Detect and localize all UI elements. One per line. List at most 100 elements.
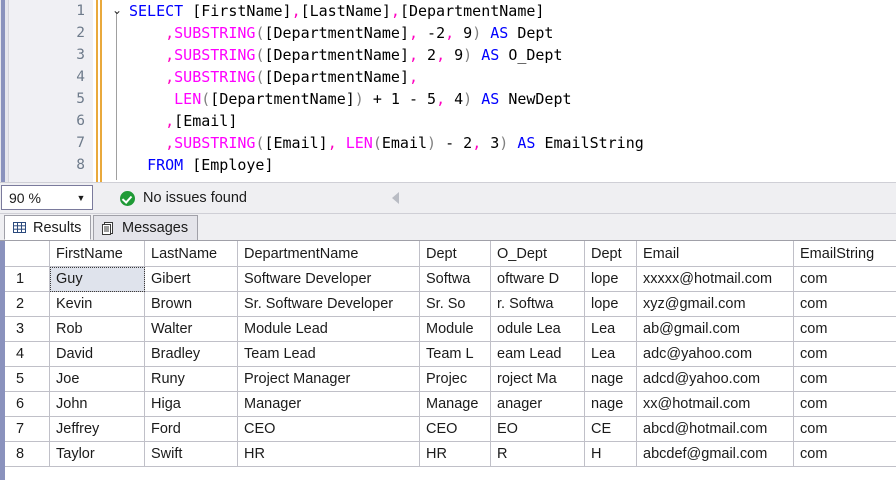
grid-cell[interactable]: Module Lead [238, 317, 420, 342]
grid-row-number[interactable]: 1 [6, 267, 50, 292]
grid-cell[interactable]: Team Lead [238, 342, 420, 367]
grid-cell[interactable]: Brown [145, 292, 238, 317]
grid-row-number[interactable]: 3 [6, 317, 50, 342]
grid-cell[interactable]: nage [585, 367, 637, 392]
grid-column-header[interactable]: DepartmentName [238, 242, 420, 267]
grid-cell[interactable]: Runy [145, 367, 238, 392]
grid-cell[interactable]: Rob [50, 317, 145, 342]
grid-row-number[interactable]: 2 [6, 292, 50, 317]
grid-cell[interactable]: Walter [145, 317, 238, 342]
tab-messages[interactable]: Messages [93, 215, 198, 240]
tab-results[interactable]: Results [4, 215, 91, 240]
outlining-margin[interactable]: ⌄ [108, 0, 126, 182]
grid-cell[interactable]: odule Lea [491, 317, 585, 342]
grid-row-number[interactable]: 6 [6, 392, 50, 417]
grid-cell[interactable]: abcd@hotmail.com [637, 417, 794, 442]
grid-cell[interactable]: Software Developer [238, 267, 420, 292]
grid-cell[interactable]: com [794, 392, 896, 417]
grid-cell[interactable]: lope [585, 292, 637, 317]
code-text-area[interactable]: SELECT [FirstName],[LastName],[Departmen… [129, 0, 896, 182]
grid-cell[interactable]: Bradley [145, 342, 238, 367]
grid-cell[interactable]: Team L [420, 342, 491, 367]
grid-cell[interactable]: HR [238, 442, 420, 467]
grid-cell[interactable]: com [794, 342, 896, 367]
grid-cell[interactable]: lope [585, 267, 637, 292]
grid-cell[interactable]: Joe [50, 367, 145, 392]
grid-cell[interactable]: CE [585, 417, 637, 442]
navigate-back-arrow-icon[interactable] [392, 192, 399, 204]
grid-rownum-header[interactable] [6, 242, 50, 267]
grid-cell[interactable]: com [794, 417, 896, 442]
grid-column-header[interactable]: LastName [145, 242, 238, 267]
grid-row-number[interactable]: 5 [6, 367, 50, 392]
grid-cell[interactable]: Softwa [420, 267, 491, 292]
grid-cell[interactable]: R [491, 442, 585, 467]
grid-column-header[interactable]: Email [637, 242, 794, 267]
grid-cell[interactable]: adc@yahoo.com [637, 342, 794, 367]
grid-cell[interactable]: roject Ma [491, 367, 585, 392]
grid-column-header[interactable]: Dept [420, 242, 491, 267]
grid-cell[interactable]: Manager [238, 392, 420, 417]
grid-column-header[interactable]: O_Dept [491, 242, 585, 267]
grid-cell[interactable]: nage [585, 392, 637, 417]
grid-row-number[interactable]: 8 [6, 442, 50, 467]
grid-cell[interactable]: David [50, 342, 145, 367]
grid-cell[interactable]: H [585, 442, 637, 467]
grid-row-number[interactable]: 7 [6, 417, 50, 442]
grid-column-header[interactable]: EmailString [794, 242, 896, 267]
grid-cell[interactable]: com [794, 292, 896, 317]
grid-cell[interactable]: Taylor [50, 442, 145, 467]
grid-cell[interactable]: Lea [585, 342, 637, 367]
grid-cell[interactable]: com [794, 267, 896, 292]
grid-cell[interactable]: anager [491, 392, 585, 417]
grid-cell[interactable]: adcd@yahoo.com [637, 367, 794, 392]
grid-cell[interactable]: xyz@gmail.com [637, 292, 794, 317]
grid-column-header[interactable]: Dept [585, 242, 637, 267]
grid-cell[interactable]: EO [491, 417, 585, 442]
grid-cell[interactable]: Projec [420, 367, 491, 392]
grid-cell[interactable]: Gibert [145, 267, 238, 292]
grid-cell[interactable]: com [794, 442, 896, 467]
grid-cell[interactable]: Project Manager [238, 367, 420, 392]
grid-cell[interactable]: abcdef@gmail.com [637, 442, 794, 467]
grid-cell[interactable]: Ford [145, 417, 238, 442]
grid-cell[interactable]: Jeffrey [50, 417, 145, 442]
grid-cell[interactable]: CEO [238, 417, 420, 442]
grid-cell[interactable]: John [50, 392, 145, 417]
grid-cell[interactable]: oftware D [491, 267, 585, 292]
grid-cell[interactable]: Sr. Software Developer [238, 292, 420, 317]
grid-cell[interactable]: r. Softwa [491, 292, 585, 317]
grid-row-number[interactable]: 4 [6, 342, 50, 367]
grid-cell[interactable]: xxxxx@hotmail.com [637, 267, 794, 292]
collapse-chevron-icon[interactable]: ⌄ [110, 3, 124, 17]
grid-column-header[interactable]: FirstName [50, 242, 145, 267]
grid-cell[interactable]: HR [420, 442, 491, 467]
grid-cell[interactable]: Lea [585, 317, 637, 342]
grid-cell[interactable]: Sr. So [420, 292, 491, 317]
grid-cell[interactable]: Higa [145, 392, 238, 417]
grid-cell[interactable]: com [794, 317, 896, 342]
chevron-down-icon[interactable]: ▼ [70, 193, 92, 203]
grid-cell[interactable]: Module [420, 317, 491, 342]
grid-cell[interactable]: ab@gmail.com [637, 317, 794, 342]
grid-cell[interactable]: Swift [145, 442, 238, 467]
grid-cell[interactable]: xx@hotmail.com [637, 392, 794, 417]
grid-cell[interactable]: Guy [50, 267, 145, 292]
grid-cell[interactable]: eam Lead [491, 342, 585, 367]
zoom-level-dropdown[interactable]: 90 % ▼ [1, 185, 93, 210]
grid-cell[interactable]: CEO [420, 417, 491, 442]
grid-cell[interactable]: Manage [420, 392, 491, 417]
grid-cell[interactable]: com [794, 367, 896, 392]
